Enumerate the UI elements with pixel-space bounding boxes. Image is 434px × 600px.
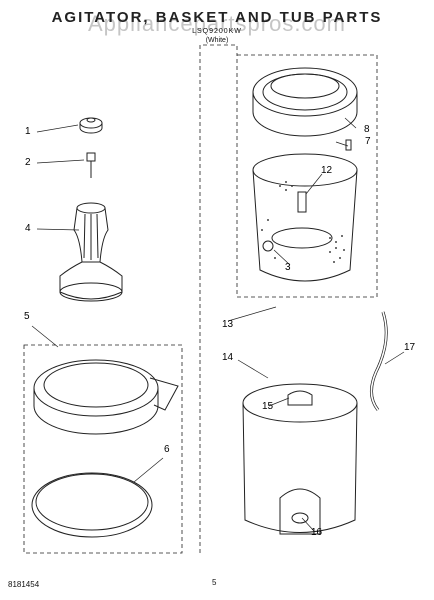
basket-holes	[261, 181, 345, 263]
callout-label-7: 7	[365, 136, 371, 147]
page-title: AGITATOR, BASKET AND TUB PARTS	[51, 9, 383, 26]
model-number: LSQ9200KW	[192, 28, 242, 35]
dashed-group-boxes	[23, 44, 378, 554]
balance-ring-part	[252, 67, 358, 137]
ring-screw-part	[345, 139, 352, 151]
callout-label-1: 1	[25, 126, 31, 137]
callout-label-13: 13	[222, 319, 234, 330]
watermark-text: Appliancepartspros.com	[87, 11, 346, 36]
page-number: 5	[212, 578, 217, 587]
callout-label-17: 17	[404, 342, 416, 353]
model-variant: (White)	[205, 37, 229, 44]
connector-line	[199, 44, 238, 553]
callout-label-12: 12	[321, 165, 333, 176]
callout-label-5: 5	[24, 311, 30, 322]
document-number: 8181454	[8, 580, 40, 589]
agitator-part	[59, 202, 123, 302]
drain-hose-part	[370, 311, 388, 411]
leader-lines	[31, 117, 405, 532]
callout-label-14: 14	[222, 352, 234, 363]
callout-label-8: 8	[364, 124, 370, 135]
agitator-bolt-part	[86, 152, 96, 178]
callout-label-6: 6	[164, 444, 170, 455]
tub-gasket-part	[31, 472, 153, 538]
callout-label-3: 3	[285, 262, 291, 273]
callout-label-2: 2	[25, 157, 31, 168]
tub-ring-part	[33, 359, 179, 435]
callout-label-16: 16	[311, 527, 323, 538]
tub-ring-group-box	[23, 344, 183, 554]
callout-label-15: 15	[262, 401, 274, 412]
agitator-cap-part	[79, 117, 103, 134]
basket-part	[252, 153, 358, 282]
outer-tub-part	[242, 383, 358, 535]
basket-group-box	[236, 54, 378, 298]
callout-label-4: 4	[25, 223, 31, 234]
